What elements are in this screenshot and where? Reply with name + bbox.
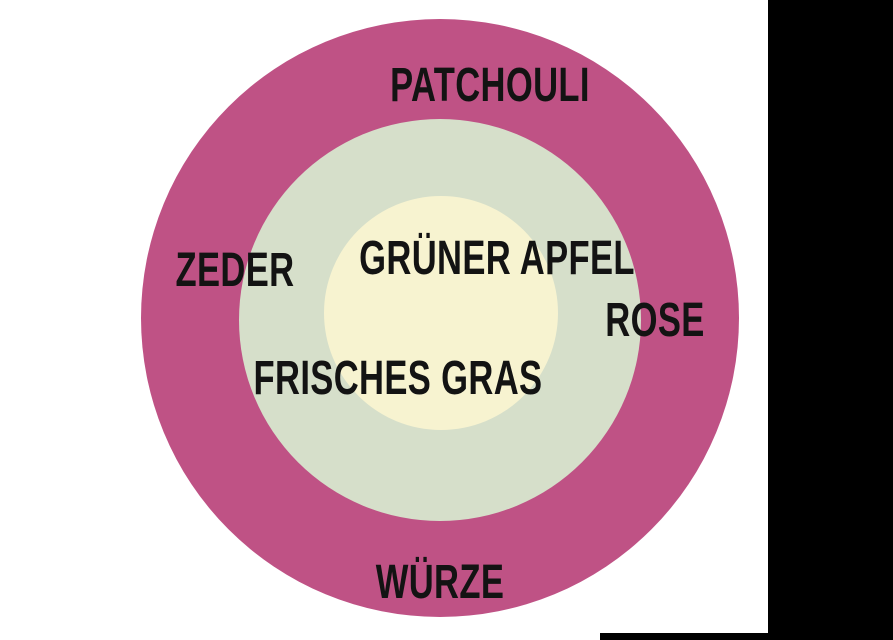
note-label-patchouli: PATCHOULI (390, 59, 590, 112)
note-label-rose: ROSE (605, 294, 705, 347)
note-label-zeder: ZEDER (175, 244, 295, 297)
note-label-gruener-apfel: GRÜNER APFEL (359, 232, 635, 285)
note-label-wuerze: WÜRZE (375, 556, 505, 609)
inner-circle (324, 196, 558, 430)
right-black-band (768, 0, 893, 640)
bottom-black-strip (600, 633, 893, 640)
note-label-frisches-gras: FRISCHES GRAS (253, 352, 543, 405)
